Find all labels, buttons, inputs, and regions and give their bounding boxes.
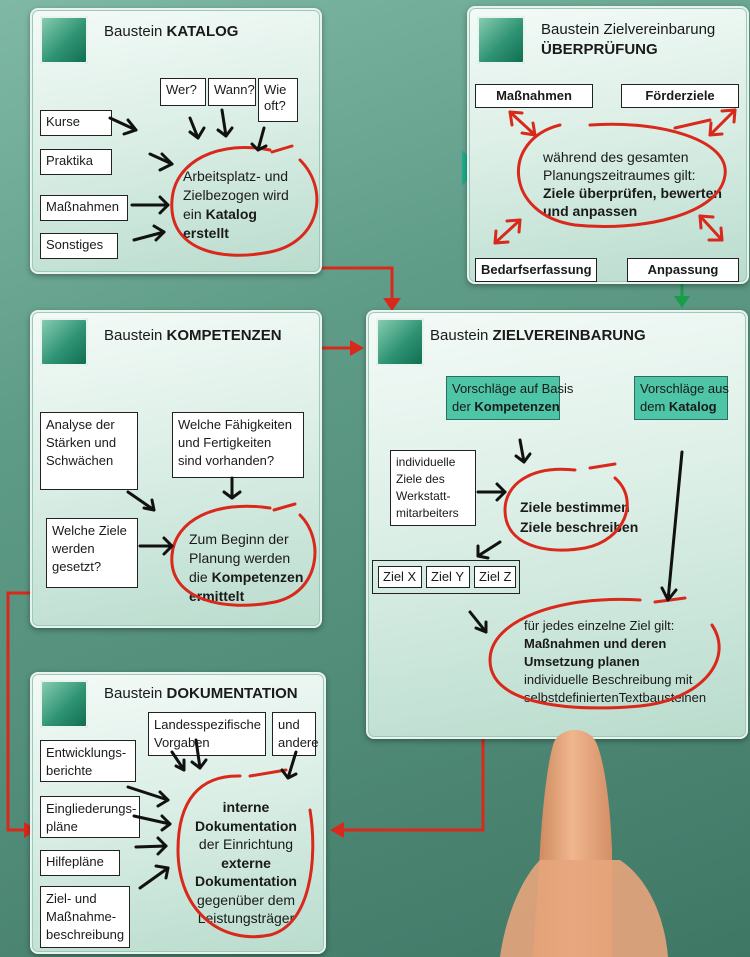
ueberpruefung-title: Baustein Zielvereinbarung ÜBERPRÜFUNG bbox=[541, 21, 716, 58]
panel-kompetenzen: Baustein KOMPETENZEN Analyse der Stärken… bbox=[30, 310, 322, 628]
kompetenzen-circle-text: Zum Beginn der Planung werden die Kompet… bbox=[189, 531, 304, 604]
dokumentation-item-hilfeplaene: Hilfepläne bbox=[40, 850, 120, 876]
dokumentation-box-landes: Landesspezifische Vorgaben bbox=[148, 712, 266, 756]
kompetenzen-logo bbox=[40, 318, 88, 366]
katalog-title: Baustein KATALOG bbox=[104, 23, 239, 40]
dokumentation-box-und-andere: und andere bbox=[272, 712, 318, 756]
dokumentation-item-entwicklungsberichte: Entwicklungs- berichte bbox=[40, 740, 136, 782]
kompetenzen-box-analyse: Analyse der Stärken und Schwächen bbox=[40, 412, 138, 490]
katalog-question-wann: Wann? bbox=[208, 78, 256, 106]
panel-katalog: Baustein KATALOG Wer? Wann? Wie oft? Kur… bbox=[30, 8, 322, 274]
dokumentation-item-eingliederungsplaene: Eingliederungs- pläne bbox=[40, 796, 140, 838]
kompetenzen-box-ziele: Welche Ziele werden gesetzt? bbox=[46, 518, 138, 588]
katalog-item-sonstiges: Sonstiges bbox=[40, 233, 118, 259]
katalog-question-wer: Wer? bbox=[160, 78, 206, 106]
ueberpruefung-circle-text: während des gesamten Planungszeitraumes … bbox=[543, 149, 722, 219]
ueberpruefung-box-massnahmen: Maßnahmen bbox=[475, 84, 593, 108]
katalog-item-praktika: Praktika bbox=[40, 149, 112, 175]
dokumentation-logo bbox=[40, 680, 88, 728]
katalog-item-massnahmen: Maßnahmen bbox=[40, 195, 128, 221]
katalog-circle-text: Arbeitsplatz- und Zielbezogen wird ein K… bbox=[183, 168, 289, 241]
katalog-question-wie-oft: Wie oft? bbox=[258, 78, 298, 122]
katalog-item-kurse: Kurse bbox=[40, 110, 112, 136]
kompetenzen-box-faehigkeiten: Welche Fähigkeiten und Fertigkeiten sind… bbox=[172, 412, 304, 478]
zielvereinbarung-circle1-text: Ziele bestimmen Ziele beschreiben bbox=[520, 499, 639, 535]
panel-ueberpruefung: Baustein Zielvereinbarung ÜBERPRÜFUNG Ma… bbox=[467, 6, 749, 284]
zielvereinbarung-ziel-x: Ziel X bbox=[378, 566, 422, 588]
katalog-logo bbox=[40, 16, 88, 64]
ueberpruefung-box-bedarfserfassung: Bedarfserfassung bbox=[475, 258, 597, 282]
dokumentation-item-ziel-massnahme: Ziel- und Maßnahme- beschreibung bbox=[40, 886, 130, 948]
ueberpruefung-logo bbox=[477, 16, 525, 64]
panel-zielvereinbarung: Baustein ZIELVEREINBARUNG Vorschläge auf… bbox=[366, 310, 748, 739]
dokumentation-circle-text: interne Dokumentation der Einrichtung ex… bbox=[195, 799, 297, 926]
zielvereinbarung-circle2-text: für jedes einzelne Ziel gilt: Maßnahmen … bbox=[524, 618, 707, 705]
zielvereinbarung-box-individuell: individuelle Ziele des Werkstatt- mitarb… bbox=[390, 450, 476, 526]
dokumentation-title: Baustein DOKUMENTATION bbox=[104, 685, 298, 702]
zielvereinbarung-logo bbox=[376, 318, 424, 366]
zielvereinbarung-box-vorschlaege-kompetenzen: Vorschläge auf Basis der Kompetenzen bbox=[446, 376, 573, 420]
kompetenzen-title: Baustein KOMPETENZEN bbox=[104, 327, 282, 344]
zielvereinbarung-ziel-y: Ziel Y bbox=[426, 566, 470, 588]
ueberpruefung-box-anpassung: Anpassung bbox=[627, 258, 739, 282]
zielvereinbarung-ziel-z: Ziel Z bbox=[474, 566, 516, 588]
zielvereinbarung-ziele-group bbox=[372, 560, 520, 594]
ueberpruefung-box-foerderziele: Förderziele bbox=[621, 84, 739, 108]
zielvereinbarung-title: Baustein ZIELVEREINBARUNG bbox=[430, 327, 646, 344]
panel-dokumentation: Baustein DOKUMENTATION Landesspezifische… bbox=[30, 672, 326, 954]
zielvereinbarung-box-vorschlaege-katalog: Vorschläge aus dem Katalog bbox=[634, 376, 729, 420]
